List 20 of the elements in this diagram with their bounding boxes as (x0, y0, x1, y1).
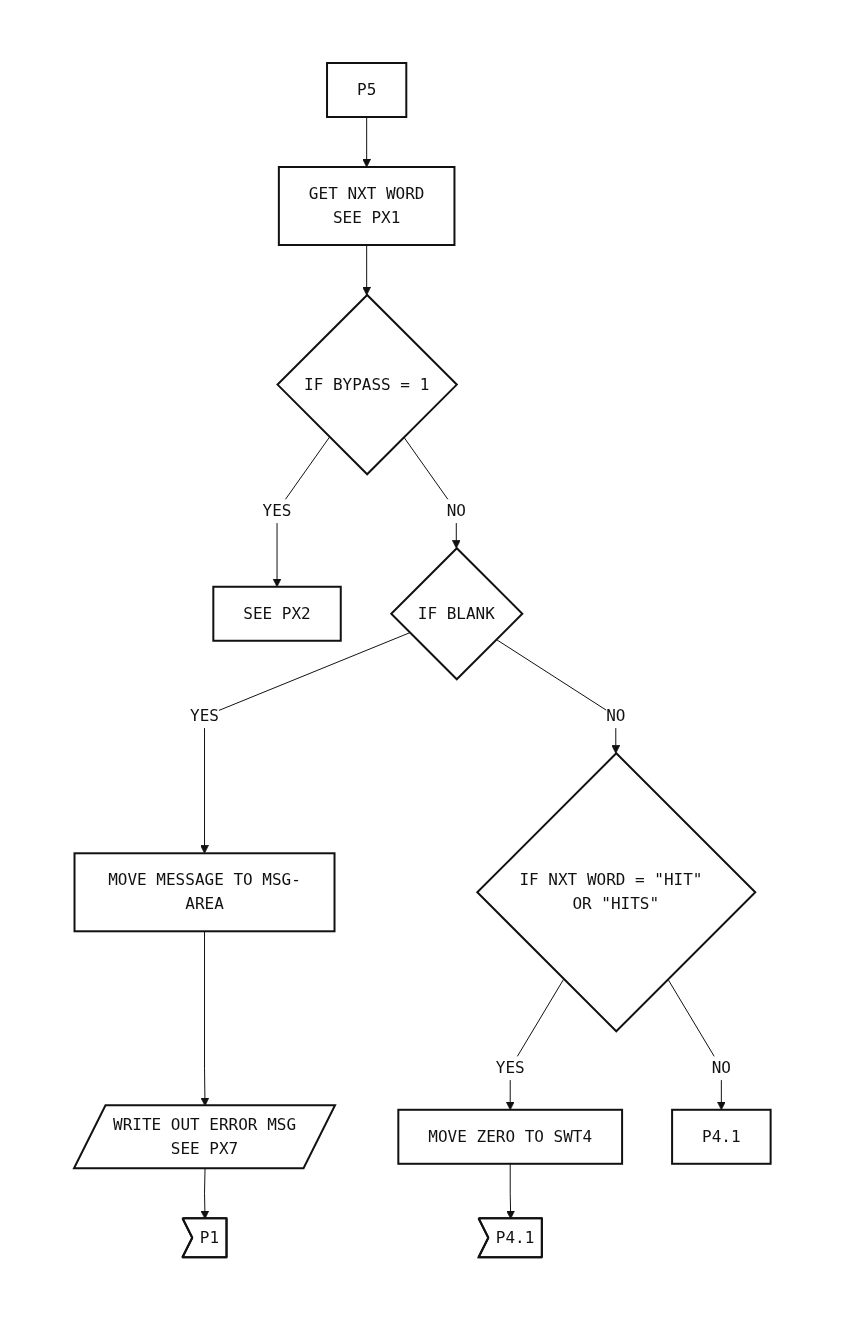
edge-label: YES (190, 706, 220, 726)
node-box: SEE PX2 (212, 586, 342, 643)
arrow (495, 639, 621, 755)
node-box: GET NXT WORD SEE PX1 (278, 166, 456, 247)
node-diamond: IF NXT WORD = "HIT" OR "HITS" (476, 752, 757, 1034)
arrow (200, 632, 411, 855)
edge-label: NO (711, 1058, 732, 1078)
arrow (667, 979, 726, 1111)
node-box: P5 (326, 62, 408, 119)
node-box: MOVE MESSAGE TO MSG-AREA (73, 852, 336, 933)
arrow (362, 116, 372, 168)
edge-label: YES (495, 1058, 525, 1078)
edge-label: NO (446, 501, 467, 521)
edge-label: YES (262, 501, 292, 521)
node-diamond: IF BLANK (390, 547, 524, 682)
edge-label: NO (606, 706, 626, 726)
arrow (362, 244, 372, 296)
node-box: P4.1 (671, 1109, 772, 1166)
node-box: MOVE ZERO TO SWT4 (397, 1109, 624, 1166)
node-diamond: IF BYPASS = 1 (276, 293, 459, 476)
